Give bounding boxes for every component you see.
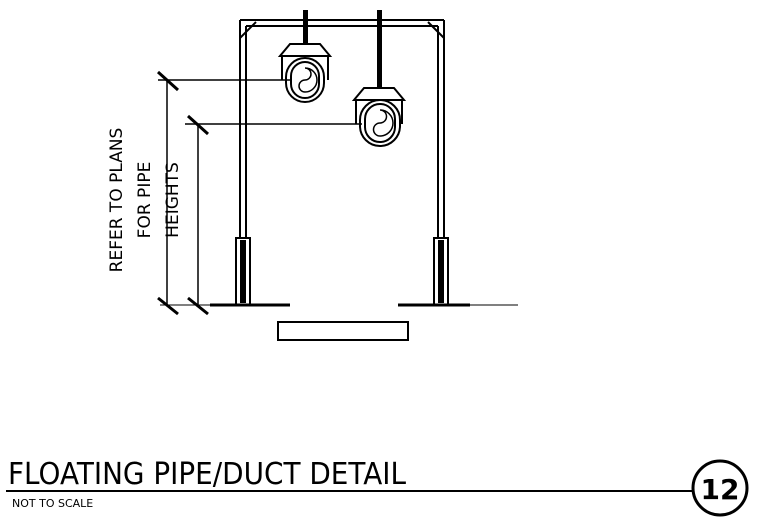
upper-pipe-assembly (277, 43, 333, 103)
dimension-note-line-2: FOR PIPE (135, 162, 155, 239)
lower-clevis-strap (355, 100, 403, 124)
dimension-note-line-1: REFER TO PLANS (107, 128, 127, 273)
left-corner-brace (239, 21, 257, 39)
upper-dim-tick-top (156, 70, 180, 92)
upper-clevis-strap (281, 56, 329, 80)
upper-dim-tick-bottom (157, 296, 179, 316)
lower-pipe-insulation (364, 103, 396, 143)
left-post-base-fill (240, 240, 246, 303)
lower-clevis (351, 87, 407, 101)
right-corner-brace (427, 21, 445, 39)
lower-dim-tick-bottom (187, 296, 209, 316)
upper-pipe-flow-symbol (298, 67, 318, 93)
base-pad (277, 321, 409, 341)
dimension-note-line-3: HEIGHTS (163, 162, 183, 238)
support-frame (239, 19, 445, 305)
lower-pipe-flow-symbol (372, 109, 394, 137)
lower-pipe-assembly (351, 87, 407, 147)
scale-note: NOT TO SCALE (12, 497, 93, 510)
detail-number: 12 (701, 473, 740, 506)
dimension-lines (156, 70, 362, 316)
upper-clevis (277, 43, 333, 57)
detail-title: FLOATING PIPE/DUCT DETAIL (8, 457, 406, 492)
hanger-rod-upper (303, 10, 308, 46)
hanger-rod-lower (377, 10, 382, 90)
detail-number-bubble (691, 459, 749, 517)
lower-dim-tick-top (186, 114, 210, 136)
right-post-base-fill (438, 240, 444, 303)
